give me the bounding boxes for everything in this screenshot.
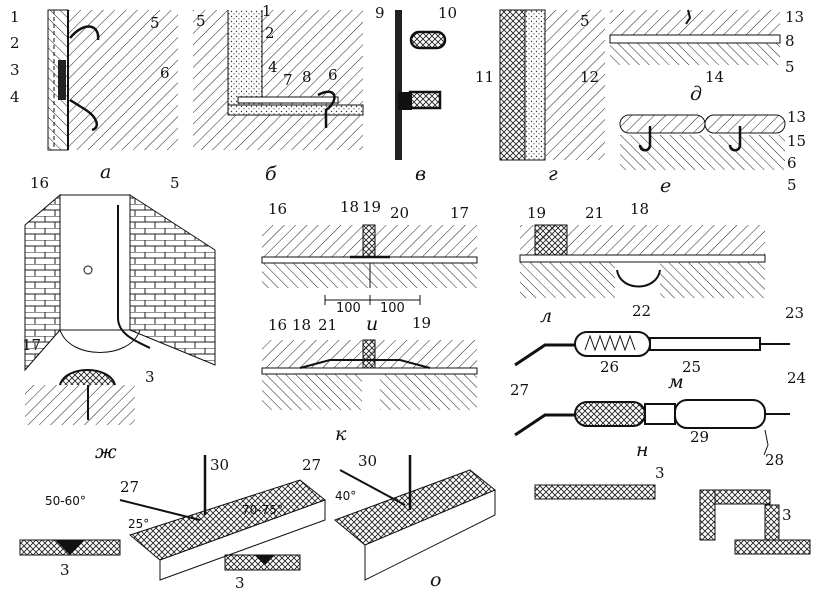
label-3: 3 xyxy=(10,61,20,79)
label-3: 3 xyxy=(235,574,245,592)
label-19: 19 xyxy=(362,198,381,216)
label-3: 3 xyxy=(60,561,70,579)
caption-b: б xyxy=(265,163,277,185)
label-5: 5 xyxy=(785,58,795,76)
panel-i xyxy=(261,224,478,305)
panel-k xyxy=(261,339,478,410)
label-18: 18 xyxy=(292,316,311,334)
caption-o: о xyxy=(430,569,441,591)
label-25: 25 xyxy=(682,358,701,376)
panel-n xyxy=(514,399,790,456)
label-24: 24 xyxy=(787,369,806,387)
caption-zh: ж xyxy=(95,441,117,463)
label-13: 13 xyxy=(785,8,804,26)
label-3: 3 xyxy=(655,464,665,482)
label-30: 30 xyxy=(210,456,229,474)
caption-m: м xyxy=(668,371,684,393)
label-21: 21 xyxy=(585,204,604,222)
label-14: 14 xyxy=(705,68,724,86)
label-5: 5 xyxy=(196,12,206,30)
label-9: 9 xyxy=(375,4,385,22)
panel-v xyxy=(395,10,447,160)
label-30: 30 xyxy=(358,452,377,470)
angle-label: 40° xyxy=(335,489,356,503)
caption-g: г xyxy=(548,163,558,185)
label-20: 20 xyxy=(390,204,409,222)
panel-d xyxy=(609,9,781,65)
label-5: 5 xyxy=(170,174,180,192)
caption-a: а xyxy=(100,161,111,183)
panel-zh xyxy=(24,193,216,425)
panel-e xyxy=(619,114,786,170)
dimension-right: 100 xyxy=(380,301,405,316)
caption-n: н xyxy=(636,439,649,461)
label-1: 1 xyxy=(10,8,20,26)
caption-v: в xyxy=(415,163,426,185)
label-22: 22 xyxy=(632,302,651,320)
label-16: 16 xyxy=(30,174,49,192)
label-21: 21 xyxy=(318,316,337,334)
label-8: 8 xyxy=(302,68,312,86)
label-16: 16 xyxy=(268,200,287,218)
label-10: 10 xyxy=(438,4,457,22)
caption-e: е xyxy=(660,175,671,197)
caption-k: к xyxy=(335,423,347,445)
label-2: 2 xyxy=(10,34,20,52)
label-2: 2 xyxy=(265,24,275,42)
label-12: 12 xyxy=(580,68,599,86)
label-16: 16 xyxy=(268,316,287,334)
label-28: 28 xyxy=(765,451,784,469)
label-4: 4 xyxy=(268,58,278,76)
panel-b xyxy=(193,10,364,150)
label-6: 6 xyxy=(328,66,338,84)
caption-d: д xyxy=(690,83,702,105)
label-27: 27 xyxy=(120,478,139,496)
panel-m xyxy=(514,331,790,367)
label-11: 11 xyxy=(475,68,494,86)
label-15: 15 xyxy=(787,132,806,150)
label-7: 7 xyxy=(283,71,293,89)
label-5: 5 xyxy=(150,14,160,32)
label-26: 26 xyxy=(600,358,619,376)
label-6: 6 xyxy=(787,154,797,172)
label-1: 1 xyxy=(262,2,272,20)
label-5: 5 xyxy=(787,176,797,194)
label-5: 5 xyxy=(580,12,590,30)
label-19: 19 xyxy=(527,204,546,222)
dimension-left: 100 xyxy=(336,301,361,316)
panel-a xyxy=(47,9,178,151)
label-17: 17 xyxy=(450,204,469,222)
label-8: 8 xyxy=(785,32,795,50)
panel-g xyxy=(499,9,605,161)
label-3: 3 xyxy=(145,368,155,386)
angle-label: 50-60° xyxy=(45,494,86,508)
label-27: 27 xyxy=(510,381,529,399)
caption-i: и xyxy=(366,313,378,335)
label-6: 6 xyxy=(160,64,170,82)
label-13: 13 xyxy=(787,108,806,126)
label-3: 3 xyxy=(782,506,792,524)
panel-l xyxy=(519,224,766,298)
panel-o xyxy=(19,455,811,581)
label-27: 27 xyxy=(302,456,321,474)
label-17: 17 xyxy=(22,336,41,354)
label-18: 18 xyxy=(340,198,359,216)
label-19: 19 xyxy=(412,314,431,332)
caption-l: л xyxy=(540,305,552,327)
label-23: 23 xyxy=(785,304,804,322)
label-29: 29 xyxy=(690,428,709,446)
label-4: 4 xyxy=(10,88,20,106)
angle-label: 25° xyxy=(128,517,149,531)
angle-label: 70-75° xyxy=(242,503,283,517)
label-18: 18 xyxy=(630,200,649,218)
